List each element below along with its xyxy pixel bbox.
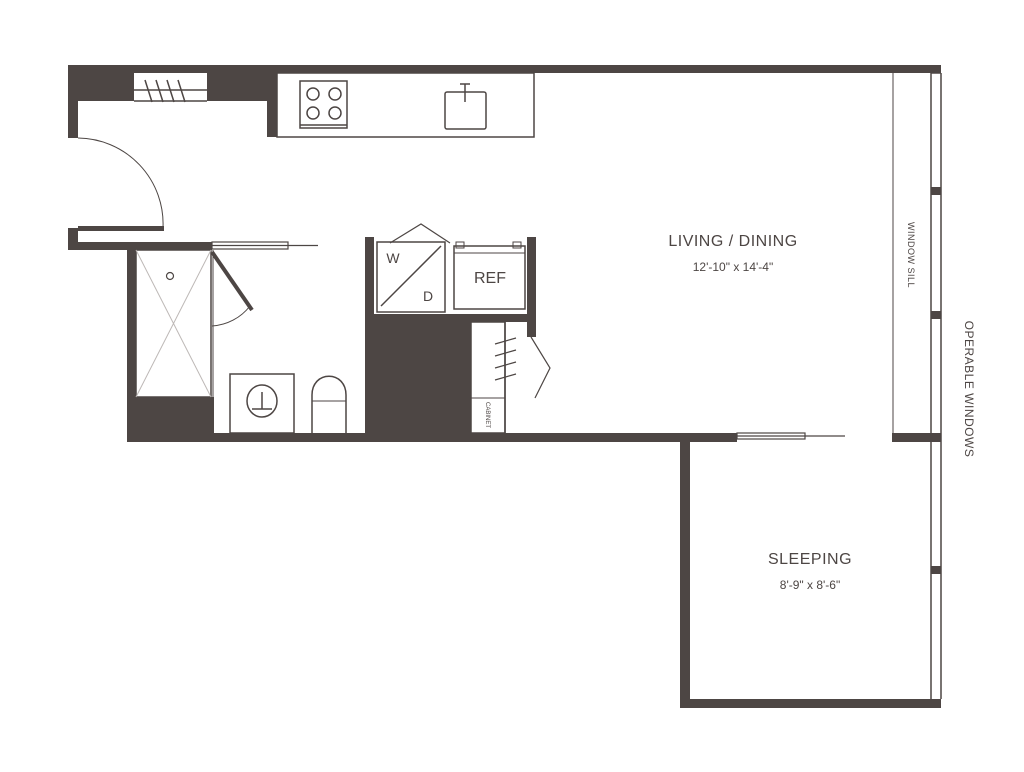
wall-cabinet-top bbox=[470, 314, 532, 322]
washer-label: W bbox=[386, 250, 400, 266]
burner-2 bbox=[328, 87, 342, 101]
toilet bbox=[311, 375, 347, 433]
wall-shaft bbox=[374, 314, 471, 442]
wall-closet-right bbox=[207, 65, 277, 101]
wall-sleeping-left bbox=[680, 433, 690, 708]
shower-drain-icon bbox=[165, 271, 175, 281]
walls bbox=[68, 65, 941, 708]
washer-dryer bbox=[376, 241, 446, 313]
wall-bottom-right bbox=[892, 433, 941, 442]
refrigerator bbox=[453, 245, 526, 310]
mullion-2 bbox=[931, 311, 941, 319]
wall-sleeping-bottom bbox=[680, 699, 941, 708]
dryer-label: D bbox=[423, 288, 433, 304]
cabinet-label: CABINET bbox=[484, 402, 490, 428]
entry-door bbox=[77, 137, 164, 231]
bath-vanity bbox=[229, 373, 295, 434]
living-dining-dimensions: 12'-10" x 14'-4" bbox=[693, 260, 773, 274]
wall-laundry-left bbox=[365, 237, 374, 442]
wall-top bbox=[68, 65, 941, 73]
burner-4 bbox=[328, 106, 342, 120]
mullion-3 bbox=[931, 566, 941, 574]
kitchen-countertop bbox=[276, 72, 535, 138]
shower bbox=[135, 249, 212, 398]
burner-1 bbox=[306, 87, 320, 101]
exterior-windows bbox=[930, 72, 942, 699]
window-sill-label: WINDOW SILL bbox=[906, 222, 916, 288]
wall-bath-top bbox=[68, 242, 212, 250]
mullion-1 bbox=[931, 187, 941, 195]
laundry-fridge bbox=[376, 223, 551, 434]
fridge-label: REF bbox=[474, 270, 506, 287]
bath-door-leaf bbox=[210, 250, 254, 312]
bathroom bbox=[135, 241, 347, 434]
wall-closet-left bbox=[68, 65, 134, 101]
operable-windows-label: OPERABLE WINDOWS bbox=[962, 321, 976, 458]
wall-left-upper bbox=[68, 65, 78, 138]
wall-left-lower bbox=[68, 228, 78, 250]
kitchen-counter bbox=[276, 72, 535, 138]
bifold-door bbox=[530, 336, 551, 399]
wall-kitchen-stub bbox=[267, 65, 277, 137]
wall-fridge-right bbox=[527, 237, 536, 337]
bath-sink bbox=[246, 384, 278, 418]
wall-bath-left bbox=[127, 242, 136, 442]
sleeping-dimensions: 8'-9" x 8'-6" bbox=[780, 578, 840, 592]
burner-3 bbox=[306, 106, 320, 120]
cooktop bbox=[299, 80, 348, 129]
labels: LIVING / DINING 12'-10" x 14'-4" SLEEPIN… bbox=[386, 222, 976, 592]
entry-closet bbox=[134, 79, 207, 103]
sleeping-sliding-door bbox=[736, 432, 845, 440]
living-dining-name: LIVING / DINING bbox=[668, 233, 797, 250]
sleeping-name: SLEEPING bbox=[768, 551, 852, 568]
